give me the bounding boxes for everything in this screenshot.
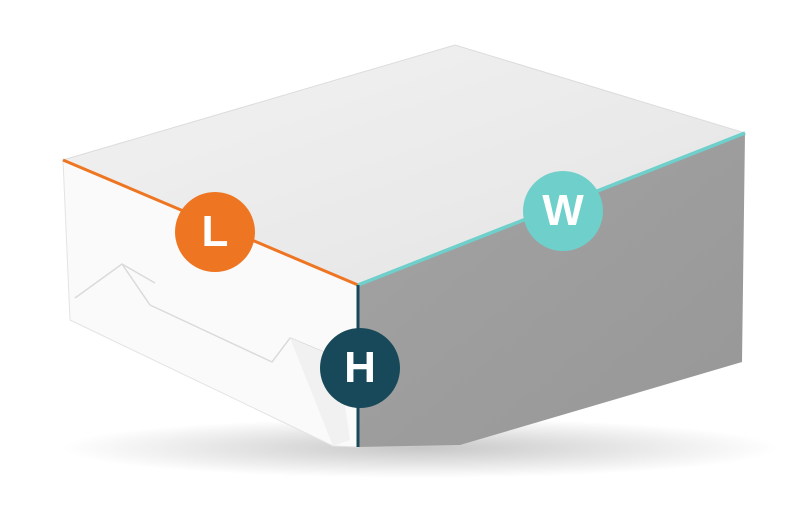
width-label: W xyxy=(542,186,584,235)
ground-shadow xyxy=(60,418,780,478)
width-badge: W xyxy=(523,171,603,251)
length-badge: L xyxy=(175,192,255,272)
height-badge: H xyxy=(320,328,400,408)
height-label: H xyxy=(344,343,376,392)
length-label: L xyxy=(201,207,229,256)
box-side-face xyxy=(358,133,745,447)
